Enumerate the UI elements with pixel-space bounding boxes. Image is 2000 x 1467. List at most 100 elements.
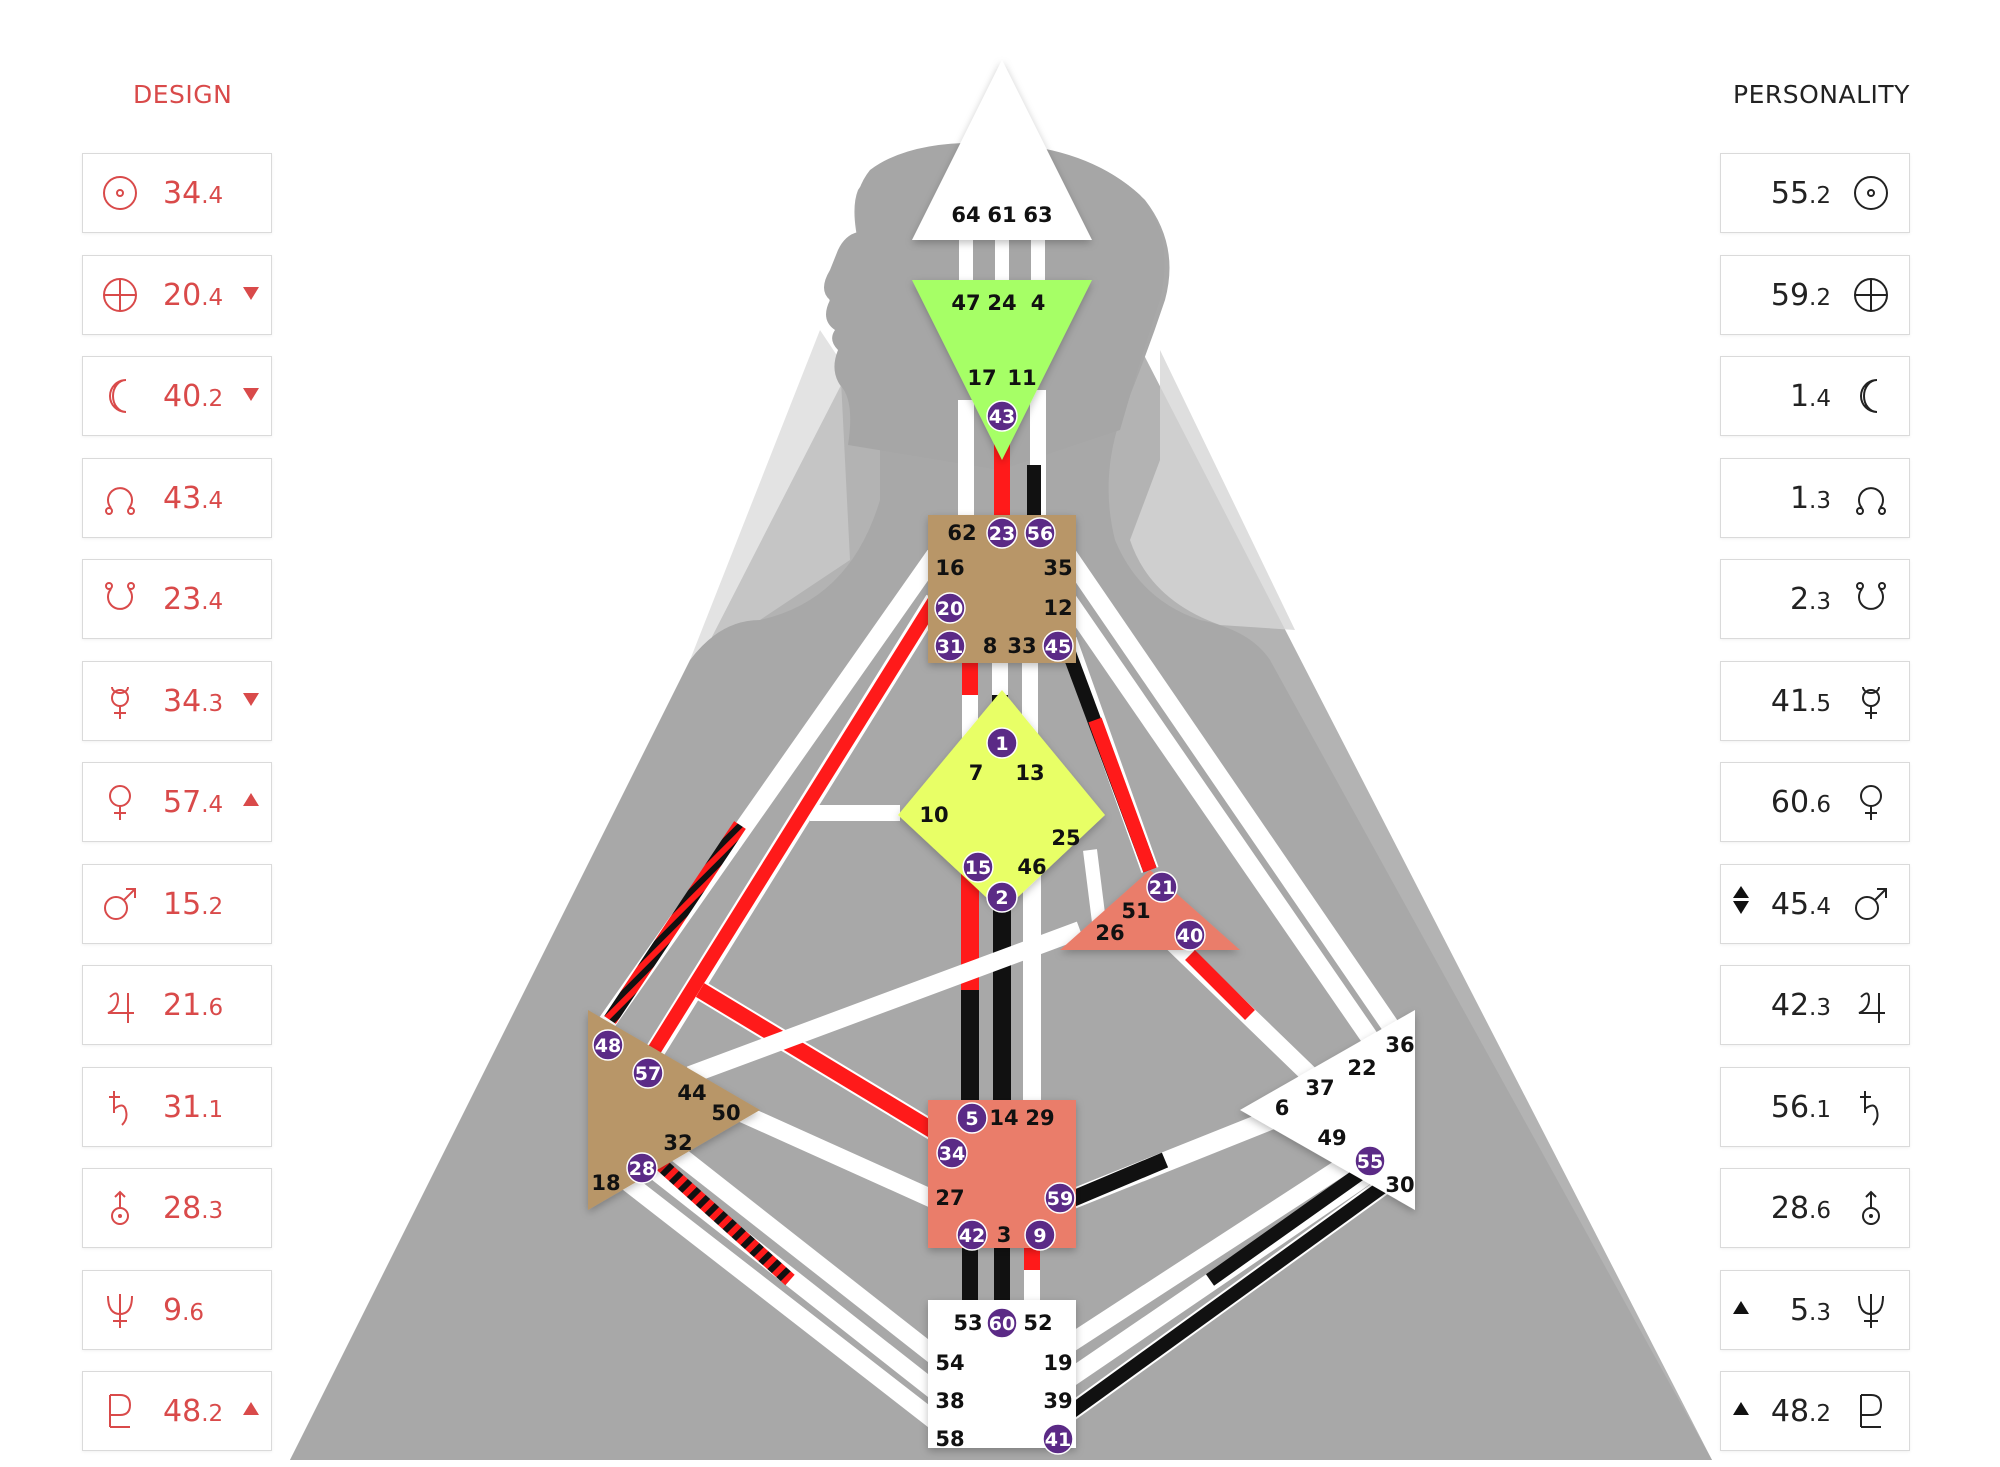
venus-icon: [1851, 782, 1891, 822]
mars-icon: [1851, 884, 1891, 924]
personality-gate-value: 28.6: [1771, 1191, 1831, 1226]
personality-row-jupiter: 42.3: [1720, 965, 1910, 1045]
personality-gate-value: 1.4: [1790, 379, 1831, 414]
gate-label-43: 43: [989, 406, 1015, 428]
gate-number: 48: [163, 1394, 202, 1429]
personality-row-pluto: 48.2: [1720, 1371, 1910, 1451]
design-row-mercury: 34.3: [82, 660, 272, 741]
design-row-mars: 15.2: [82, 863, 272, 944]
gate-number: 59: [1770, 277, 1810, 313]
active-gate-marker: [986, 400, 1018, 432]
active-gate-marker: [986, 1307, 1018, 1339]
north-node-icon: [100, 478, 140, 518]
active-gate-marker: [1042, 630, 1074, 662]
gate-label-42: 42: [959, 1225, 985, 1247]
line-number: .2: [1809, 284, 1831, 311]
mars-icon: [100, 884, 140, 924]
personality-gate-value: 48.2: [1771, 1394, 1831, 1429]
gate-number: 48: [1770, 1394, 1810, 1429]
personality-gate-value: 60.6: [1771, 785, 1831, 820]
line-number: .3: [1809, 589, 1831, 615]
active-gate-marker: [1044, 1182, 1076, 1214]
design-row-saturn: 31.1: [82, 1066, 272, 1147]
gate-label-40: 40: [1177, 925, 1203, 947]
active-gate-marker: [1174, 919, 1206, 951]
gate-label-51: 51: [1121, 899, 1150, 923]
uranus-icon: [1851, 1188, 1891, 1228]
design-gate-value: 31.1: [163, 1090, 223, 1125]
gate-label-25: 25: [1051, 826, 1080, 850]
personality-gate-value: 55.2: [1771, 176, 1831, 211]
active-gate-marker: [934, 630, 966, 662]
personality-gate-value: 1.3: [1790, 481, 1831, 516]
design-row-uranus: 28.3: [82, 1168, 272, 1248]
gate-number: 21: [163, 988, 202, 1023]
gate-label-37: 37: [1305, 1076, 1334, 1100]
gate-label-5: 5: [965, 1108, 978, 1130]
marker-up-icon: [1731, 1298, 1751, 1318]
gate-label-21: 21: [1149, 877, 1175, 899]
gate-number: 34: [163, 176, 202, 211]
line-number: .1: [1809, 1096, 1831, 1123]
personality-gate-value: 59.2: [1771, 278, 1831, 313]
active-gate-marker: [986, 881, 1018, 913]
gate-label-33: 33: [1007, 634, 1036, 658]
personality-gate-value: 56.1: [1771, 1090, 1831, 1125]
design-gate-value: 15.2: [163, 887, 223, 922]
head-center: [912, 60, 1092, 240]
design-gate-value: 21.6: [163, 988, 223, 1023]
gate-number: 43: [163, 480, 202, 516]
active-gate-marker: [962, 851, 994, 883]
south-node-icon: [1851, 579, 1891, 619]
design-gate-value: 28.3: [163, 1191, 223, 1226]
gate-label-15: 15: [965, 857, 991, 879]
personality-gate-value: 41.5: [1771, 684, 1831, 719]
gate-number: 56: [1770, 1089, 1810, 1125]
earth-icon: [100, 275, 140, 315]
gate-label-56: 56: [1027, 523, 1053, 545]
sun-icon: [1851, 173, 1891, 213]
design-gate-value: 34.4: [163, 176, 223, 211]
moon-icon: [1851, 376, 1891, 416]
design-row-moon: 40.2: [82, 356, 272, 436]
line-number: .4: [201, 792, 224, 818]
gate-number: 57: [163, 785, 202, 820]
marker-both-icon: [1731, 885, 1751, 915]
gate-label-39: 39: [1043, 1389, 1072, 1413]
line-number: .4: [201, 284, 224, 311]
active-gate-marker: [936, 1137, 968, 1169]
personality-row-neptune: 5.3: [1720, 1269, 1910, 1350]
gate-number: 20: [163, 277, 202, 313]
gate-label-61: 61: [987, 203, 1016, 227]
personality-gate-value: 45.4: [1771, 887, 1831, 922]
sacral-center: [928, 1100, 1076, 1248]
pluto-icon: [1851, 1391, 1891, 1431]
active-gate-marker: [1042, 1423, 1074, 1455]
personality-gate-value: 2.3: [1790, 582, 1831, 617]
design-row-jupiter: 21.6: [82, 965, 272, 1045]
personality-row-mercury: 41.5: [1720, 660, 1910, 741]
gate-label-11: 11: [1007, 366, 1036, 390]
gate-label-17: 17: [967, 366, 996, 390]
gate-label-28: 28: [629, 1158, 655, 1180]
marker-down-icon: [241, 283, 261, 303]
design-gate-value: 57.4: [163, 785, 223, 820]
active-gate-marker: [986, 727, 1018, 759]
design-row-neptune: 9.6: [82, 1269, 272, 1350]
venus-icon: [100, 782, 140, 822]
personality-row-mars: 45.4: [1720, 863, 1910, 944]
design-gate-value: 20.4: [163, 278, 223, 313]
personality-row-venus: 60.6: [1720, 762, 1910, 842]
marker-up-icon: [241, 790, 261, 810]
gate-number: 28: [1770, 1191, 1810, 1226]
gate-label-30: 30: [1385, 1173, 1414, 1197]
gate-label-47: 47: [951, 291, 980, 315]
gate-label-44: 44: [677, 1081, 706, 1105]
active-gate-marker: [592, 1029, 624, 1061]
gate-label-27: 27: [935, 1186, 964, 1210]
gate-number: 60: [1770, 785, 1810, 820]
gate-label-3: 3: [997, 1223, 1012, 1247]
line-number: .2: [201, 893, 224, 920]
line-number: .2: [1809, 183, 1831, 209]
